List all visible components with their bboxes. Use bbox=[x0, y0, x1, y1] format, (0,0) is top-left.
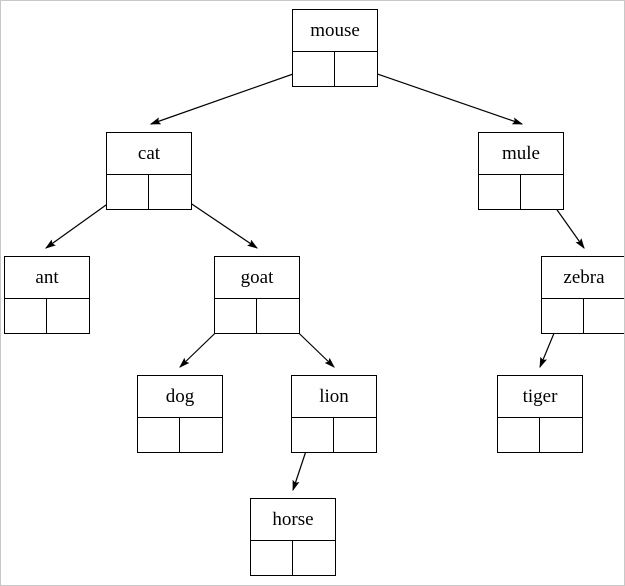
tree-node-label-ant: ant bbox=[5, 257, 89, 299]
tree-node-pointers-mouse bbox=[293, 52, 377, 86]
right-pointer-cell-dog[interactable] bbox=[180, 418, 222, 452]
pointer-arrow-mouse-left-to-cat bbox=[149, 66, 314, 125]
right-pointer-cell-ant[interactable] bbox=[47, 299, 89, 333]
left-pointer-cell-cat[interactable] bbox=[107, 175, 149, 209]
left-pointer-cell-zebra[interactable] bbox=[542, 299, 584, 333]
tree-node-mouse[interactable]: mouse bbox=[292, 9, 378, 87]
right-pointer-cell-zebra[interactable] bbox=[584, 299, 624, 333]
tree-node-label-dog: dog bbox=[138, 376, 222, 418]
tree-node-pointers-lion bbox=[292, 418, 376, 452]
tree-node-pointers-mule bbox=[479, 175, 563, 209]
tree-node-label-horse: horse bbox=[251, 499, 335, 541]
left-pointer-cell-horse[interactable] bbox=[251, 541, 293, 575]
left-pointer-cell-lion[interactable] bbox=[292, 418, 334, 452]
tree-node-lion[interactable]: lion bbox=[291, 375, 377, 453]
left-pointer-cell-mouse[interactable] bbox=[293, 52, 335, 86]
tree-node-pointers-dog bbox=[138, 418, 222, 452]
right-pointer-cell-cat[interactable] bbox=[149, 175, 191, 209]
tree-node-zebra[interactable]: zebra bbox=[541, 256, 624, 334]
right-pointer-cell-goat[interactable] bbox=[257, 299, 299, 333]
tree-node-label-zebra: zebra bbox=[542, 257, 624, 299]
left-pointer-cell-ant[interactable] bbox=[5, 299, 47, 333]
left-pointer-cell-tiger[interactable] bbox=[498, 418, 540, 452]
tree-node-pointers-horse bbox=[251, 541, 335, 575]
tree-node-label-lion: lion bbox=[292, 376, 376, 418]
tree-node-cat[interactable]: cat bbox=[106, 132, 192, 210]
left-pointer-cell-goat[interactable] bbox=[215, 299, 257, 333]
tree-node-pointers-ant bbox=[5, 299, 89, 333]
tree-node-label-goat: goat bbox=[215, 257, 299, 299]
right-pointer-cell-lion[interactable] bbox=[334, 418, 376, 452]
tree-node-pointers-cat bbox=[107, 175, 191, 209]
right-pointer-cell-mouse[interactable] bbox=[335, 52, 377, 86]
left-pointer-cell-mule[interactable] bbox=[479, 175, 521, 209]
right-pointer-cell-tiger[interactable] bbox=[540, 418, 582, 452]
tree-node-mule[interactable]: mule bbox=[478, 132, 564, 210]
tree-node-tiger[interactable]: tiger bbox=[497, 375, 583, 453]
tree-node-horse[interactable]: horse bbox=[250, 498, 336, 576]
tree-node-pointers-zebra bbox=[542, 299, 624, 333]
tree-node-label-mule: mule bbox=[479, 133, 563, 175]
right-pointer-cell-mule[interactable] bbox=[521, 175, 563, 209]
tree-node-pointers-goat bbox=[215, 299, 299, 333]
tree-node-label-mouse: mouse bbox=[293, 10, 377, 52]
tree-node-goat[interactable]: goat bbox=[214, 256, 300, 334]
right-pointer-cell-horse[interactable] bbox=[293, 541, 335, 575]
left-pointer-cell-dog[interactable] bbox=[138, 418, 180, 452]
tree-node-ant[interactable]: ant bbox=[4, 256, 90, 334]
tree-node-label-cat: cat bbox=[107, 133, 191, 175]
tree-node-pointers-tiger bbox=[498, 418, 582, 452]
pointer-arrow-mouse-right-to-mule bbox=[356, 66, 524, 125]
tree-node-label-tiger: tiger bbox=[498, 376, 582, 418]
tree-node-dog[interactable]: dog bbox=[137, 375, 223, 453]
